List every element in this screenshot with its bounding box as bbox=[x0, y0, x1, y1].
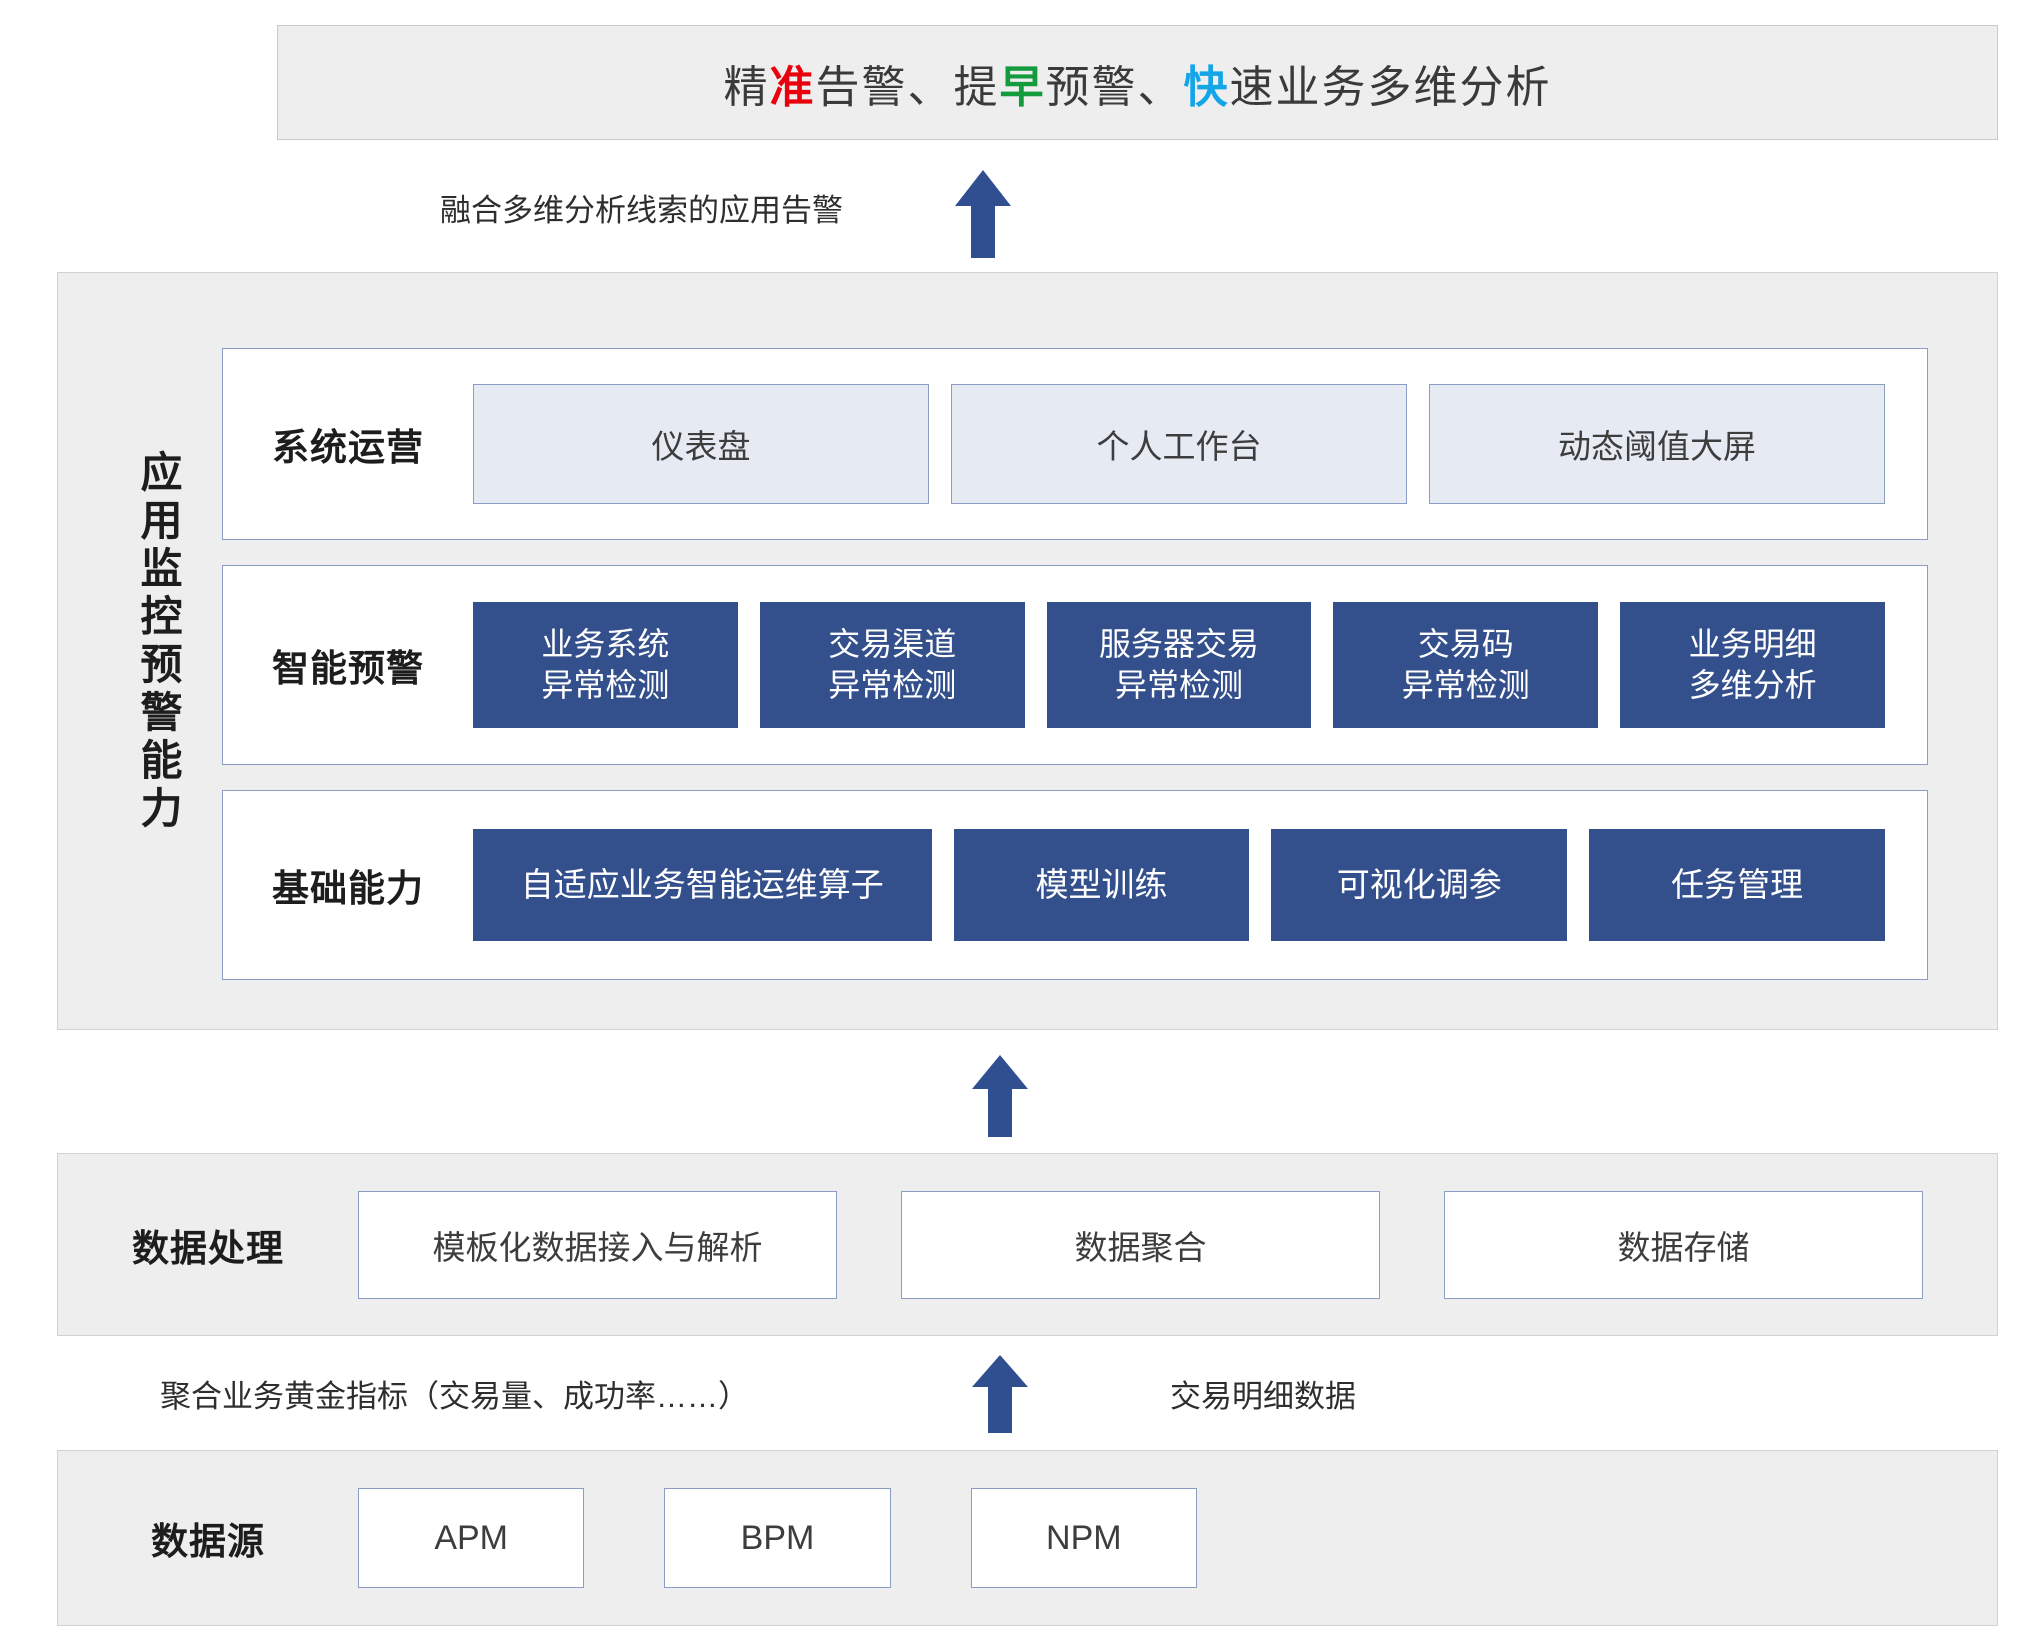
headline-seg-3-highlight: 早 bbox=[999, 62, 1046, 112]
cell-data-storage[interactable]: 数据存储 bbox=[1444, 1190, 1923, 1299]
application-monitoring-title: 应用监控预警能力 bbox=[135, 450, 182, 834]
row-label-data-source: 数据源 bbox=[151, 1521, 265, 1562]
row-label-intelligent-warning: 智能预警 bbox=[272, 648, 424, 689]
row-label-system-operation: 系统运营 bbox=[272, 427, 424, 468]
data-source-panel: 数据源 APM BPM NPM bbox=[57, 1450, 1998, 1626]
arrow-up-icon bbox=[972, 1355, 1028, 1433]
headline-text: 精准告警、提早预警、快速业务多维分析 bbox=[724, 51, 1552, 115]
row-cells-data-processing: 模板化数据接入与解析 数据聚合 数据存储 bbox=[358, 1154, 1997, 1335]
row-intelligent-warning: 智能预警 业务系统 异常检测 交易渠道 异常检测 服务器交易 异常检测 交易码 … bbox=[222, 565, 1928, 765]
cell-bpm[interactable]: BPM bbox=[664, 1488, 891, 1588]
headline-seg-1-highlight: 准 bbox=[769, 62, 816, 112]
row-cells-system-operation: 仪表盘 个人工作台 动态阈值大屏 bbox=[473, 349, 1927, 539]
row-cells-basic-capability: 自适应业务智能运维算子 模型训练 可视化调参 任务管理 bbox=[473, 791, 1927, 979]
arrow-up-bottom bbox=[972, 1355, 1028, 1433]
cell-server-transaction-anomaly[interactable]: 服务器交易 异常检测 bbox=[1046, 602, 1312, 728]
cell-business-system-anomaly[interactable]: 业务系统 异常检测 bbox=[473, 602, 738, 728]
headline-seg-5-highlight: 快 bbox=[1183, 62, 1230, 112]
headline-seg-4: 预警、 bbox=[1045, 62, 1184, 112]
cell-template-ingestion-parsing[interactable]: 模板化数据接入与解析 bbox=[358, 1190, 837, 1299]
cell-adaptive-aiops-operator[interactable]: 自适应业务智能运维算子 bbox=[473, 829, 932, 941]
cell-data-aggregation[interactable]: 数据聚合 bbox=[901, 1190, 1380, 1299]
headline-seg-0: 精 bbox=[723, 62, 770, 112]
data-processing-panel: 数据处理 模板化数据接入与解析 数据聚合 数据存储 bbox=[57, 1153, 1998, 1336]
row-cells-data-source: APM BPM NPM bbox=[358, 1451, 1997, 1625]
row-label-data-processing: 数据处理 bbox=[132, 1227, 284, 1269]
row-cells-intelligent-warning: 业务系统 异常检测 交易渠道 异常检测 服务器交易 异常检测 交易码 异常检测 … bbox=[473, 566, 1927, 764]
cell-transaction-channel-anomaly[interactable]: 交易渠道 异常检测 bbox=[759, 602, 1025, 728]
cell-visual-tuning[interactable]: 可视化调参 bbox=[1271, 829, 1568, 941]
annotation-bottom-right-label: 交易明细数据 bbox=[1170, 1379, 1356, 1414]
cell-transaction-code-anomaly[interactable]: 交易码 异常检测 bbox=[1333, 602, 1599, 728]
cell-npm[interactable]: NPM bbox=[970, 1488, 1197, 1588]
row-label-basic-capability: 基础能力 bbox=[272, 868, 424, 909]
cell-model-training[interactable]: 模型训练 bbox=[953, 829, 1250, 941]
arrow-up-icon bbox=[955, 170, 1011, 258]
arrow-up-middle bbox=[972, 1055, 1028, 1137]
cell-dashboard[interactable]: 仪表盘 bbox=[473, 384, 929, 504]
arrow-up-top bbox=[955, 170, 1011, 258]
headline-seg-6: 速业务多维分析 bbox=[1229, 62, 1552, 112]
cell-apm[interactable]: APM bbox=[358, 1488, 585, 1588]
row-system-operation: 系统运营 仪表盘 个人工作台 动态阈值大屏 bbox=[222, 348, 1928, 540]
arrow-up-icon bbox=[972, 1055, 1028, 1137]
cell-personal-workbench[interactable]: 个人工作台 bbox=[951, 384, 1407, 504]
cell-business-detail-multidim[interactable]: 业务明细 多维分析 bbox=[1620, 602, 1885, 728]
annotation-top-label: 融合多维分析线索的应用告警 bbox=[440, 193, 843, 228]
cell-dynamic-threshold-screen[interactable]: 动态阈值大屏 bbox=[1429, 384, 1885, 504]
headline-seg-2: 告警、提 bbox=[815, 62, 1000, 112]
row-basic-capability: 基础能力 自适应业务智能运维算子 模型训练 可视化调参 任务管理 bbox=[222, 790, 1928, 980]
cell-task-management[interactable]: 任务管理 bbox=[1589, 829, 1886, 941]
headline-banner: 精准告警、提早预警、快速业务多维分析 bbox=[277, 25, 1998, 140]
annotation-bottom-left-label: 聚合业务黄金指标（交易量、成功率……） bbox=[160, 1379, 749, 1414]
